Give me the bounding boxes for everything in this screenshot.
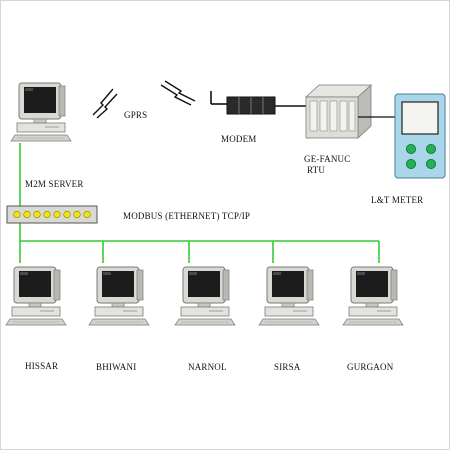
client-label-narnol: NARNOL [188, 362, 227, 372]
client-label-hissar: HISSAR [25, 361, 59, 371]
meter-icon [394, 93, 446, 179]
network-lines [19, 143, 380, 263]
client-computer-icon [258, 266, 320, 326]
client-computer-icon [174, 266, 236, 326]
client-computer-icon [342, 266, 404, 326]
gprs-label: GPRS [124, 110, 148, 120]
client-computer-icon [5, 266, 67, 326]
rtu-icon [304, 84, 395, 139]
modem-icon [210, 91, 306, 115]
client-label-sirsa: SIRSA [274, 362, 301, 372]
wireless-signal-icon [92, 80, 196, 119]
meter-label: L&T METER [371, 195, 424, 205]
network-label: MODBUS (ETHERNET) TCP/IP [123, 211, 251, 221]
client-label-gurgaon: GURGAON [347, 362, 394, 372]
client-label-bhiwani: BHIWANI [96, 362, 137, 372]
modem-label: MODEM [221, 134, 257, 144]
rtu-label-line2: RTU [307, 165, 326, 175]
rtu-label-line1: GE-FANUC [304, 154, 351, 164]
network-switch-icon [6, 205, 98, 224]
client-computer-icon [88, 266, 150, 326]
server-computer-icon [10, 82, 72, 142]
server-label: M2M SERVER [25, 179, 84, 189]
